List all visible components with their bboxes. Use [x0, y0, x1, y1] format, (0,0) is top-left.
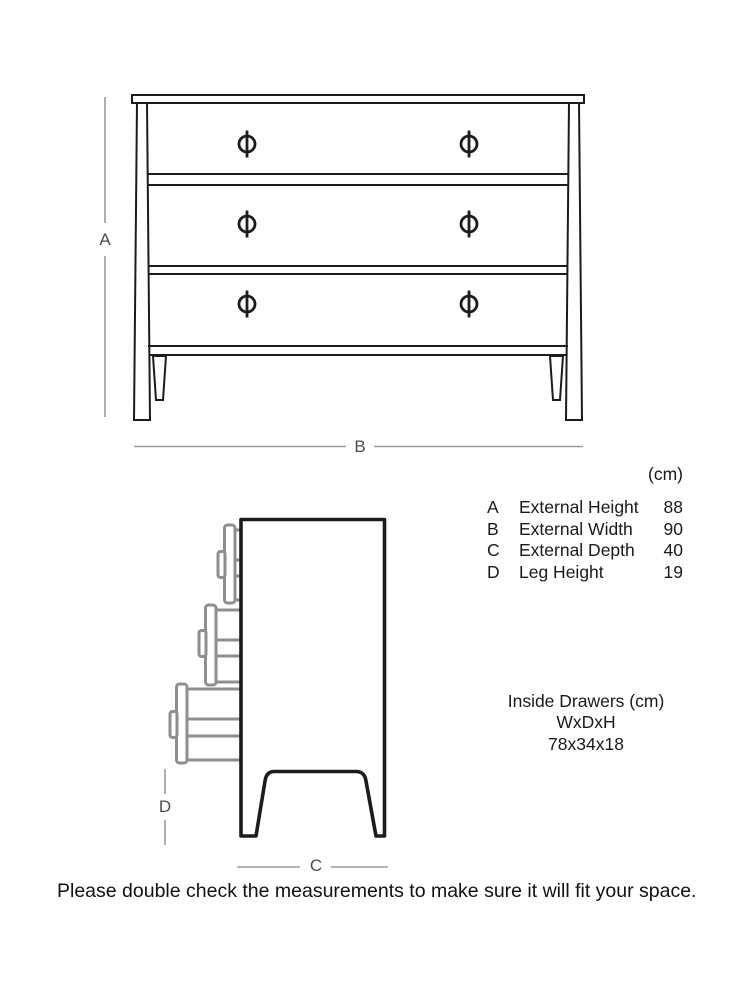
cabinet-side-left	[132, 102, 152, 421]
measurements-table: A External Height 88 B External Width 90…	[487, 497, 683, 583]
drawer-knobs	[237, 130, 479, 318]
row-value: 19	[663, 561, 683, 582]
row-label: External Width	[519, 518, 633, 539]
inside-drawers-title: Inside Drawers (cm)	[507, 691, 665, 711]
dimension-label-c: C	[309, 856, 323, 875]
open-drawer-bottom	[168, 682, 245, 765]
dimension-label-d: D	[158, 797, 172, 816]
table-row: D Leg Height 19	[487, 562, 683, 584]
inside-drawers-info: Inside Drawers (cm) WxDxH 78x34x18	[466, 691, 706, 755]
row-label: Leg Height	[519, 561, 604, 582]
drawer-knob-icon	[459, 290, 479, 318]
drawer-knob-icon	[237, 290, 257, 318]
bottom-rail	[148, 345, 568, 356]
drawer-knob-icon	[459, 210, 479, 238]
open-drawers	[168, 523, 245, 765]
cabinet-leg-inner-right	[548, 355, 565, 401]
cabinet-leg-inner-left	[151, 355, 168, 401]
row-key: D	[487, 561, 500, 582]
drawer-knob-icon	[237, 130, 257, 158]
front-view-diagram	[104, 94, 585, 448]
cabinet-side-right	[564, 102, 584, 421]
side-view-diagram	[164, 517, 388, 868]
table-row: C External Depth 40	[487, 540, 683, 562]
drawer-knob-icon	[459, 130, 479, 158]
inside-drawers-size: 78x34x18	[548, 733, 624, 754]
row-key: C	[487, 540, 500, 561]
row-label: External Height	[519, 497, 639, 517]
row-label: External Depth	[519, 540, 635, 561]
row-value: 88	[663, 497, 683, 517]
table-row: B External Width 90	[487, 519, 683, 541]
dimension-label-b: B	[354, 437, 366, 456]
drawer-separators	[148, 173, 568, 275]
cabinet-top	[131, 94, 585, 104]
drawer-knob-icon	[237, 210, 257, 238]
row-value: 40	[663, 540, 683, 561]
open-drawer-middle	[197, 603, 245, 687]
row-key: A	[487, 497, 499, 517]
dimension-label-a: A	[99, 230, 111, 249]
row-key: B	[487, 518, 499, 539]
inside-drawers-format: WxDxH	[556, 712, 616, 733]
side-panel	[239, 517, 387, 838]
table-row: A External Height 88	[487, 497, 683, 519]
measurement-note: Please double check the measurements to …	[57, 880, 697, 902]
unit-header: (cm)	[648, 464, 683, 484]
row-value: 90	[663, 518, 683, 539]
